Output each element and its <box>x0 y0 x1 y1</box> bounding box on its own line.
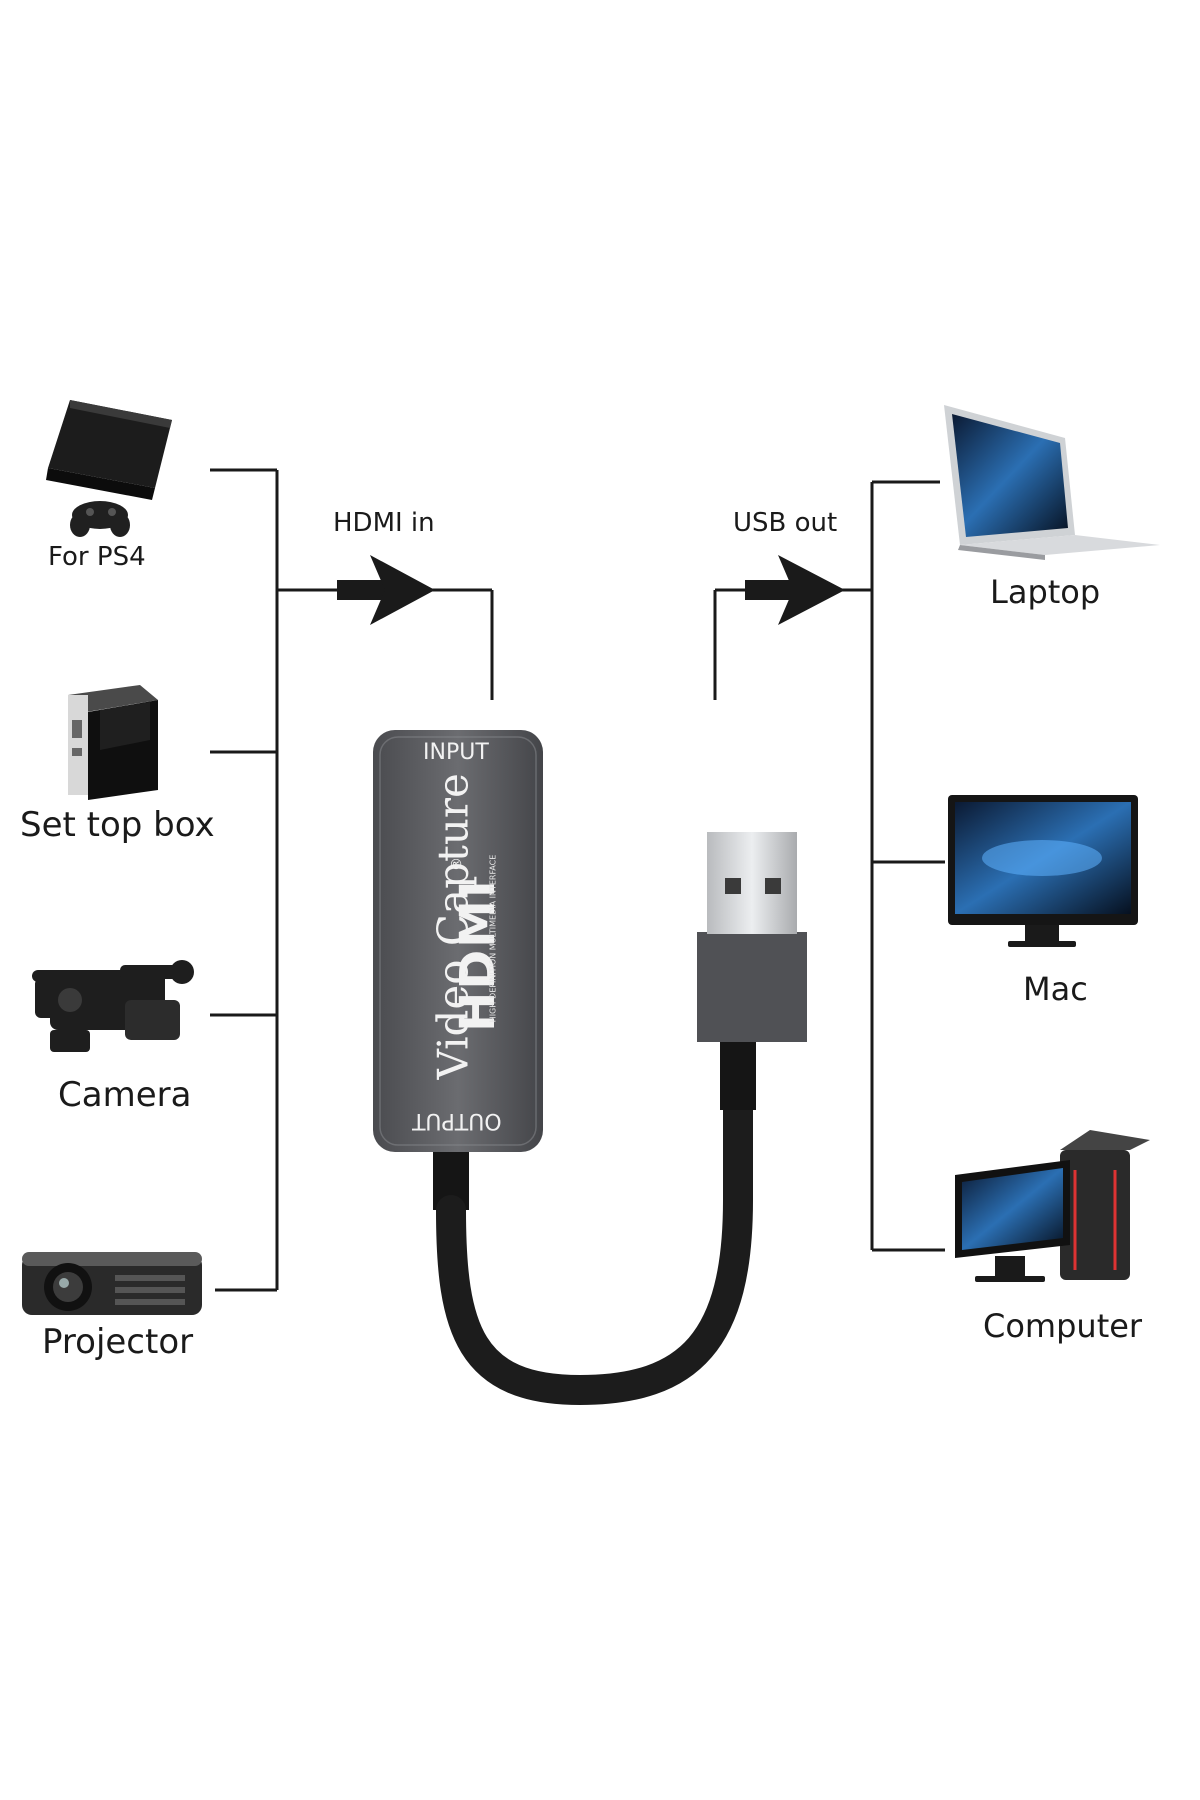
destination-bracket-lines <box>713 480 945 1252</box>
capture-device <box>373 730 807 1406</box>
device-input-label: INPUT <box>423 740 489 765</box>
usb-out-label: USB out <box>733 508 838 538</box>
usb-out-arrow-icon <box>745 555 845 625</box>
camcorder-icon <box>32 960 194 1052</box>
hdmi-registered-mark: ® <box>449 857 465 871</box>
source-label-set-top-box: Set top box <box>20 805 215 845</box>
ps4-console-icon <box>46 400 172 537</box>
destination-label-laptop: Laptop <box>990 573 1101 611</box>
destination-label-computer: Computer <box>983 1307 1143 1345</box>
source-label-projector: Projector <box>42 1322 194 1362</box>
usb-plug-metal <box>707 832 797 934</box>
set-top-box-icon <box>68 685 158 800</box>
hdmi-logo: HDMI ® <box>449 855 513 1055</box>
monitor-icon <box>948 795 1138 947</box>
usb-strain-relief <box>720 1040 756 1110</box>
source-label-camera: Camera <box>58 1075 192 1115</box>
destination-label-mac: Mac <box>1023 970 1088 1008</box>
hdmi-in-arrow-icon <box>337 555 435 625</box>
usb-cable <box>436 1075 753 1406</box>
device-body <box>373 730 543 1152</box>
projector-icon <box>22 1252 202 1315</box>
source-bracket-lines <box>210 468 494 1292</box>
hdmi-in-label: HDMI in <box>333 508 435 538</box>
desktop-computer-icon <box>955 1130 1150 1282</box>
source-label-ps4: For PS4 <box>48 542 146 572</box>
device-output-label: OUTPUT <box>412 1108 502 1133</box>
usb-plug-housing <box>697 932 807 1042</box>
laptop-icon <box>944 405 1160 560</box>
hdmi-logo-subtext: HIGH-DEFINITION MULTIMEDIA INTERFACE <box>488 854 498 1023</box>
